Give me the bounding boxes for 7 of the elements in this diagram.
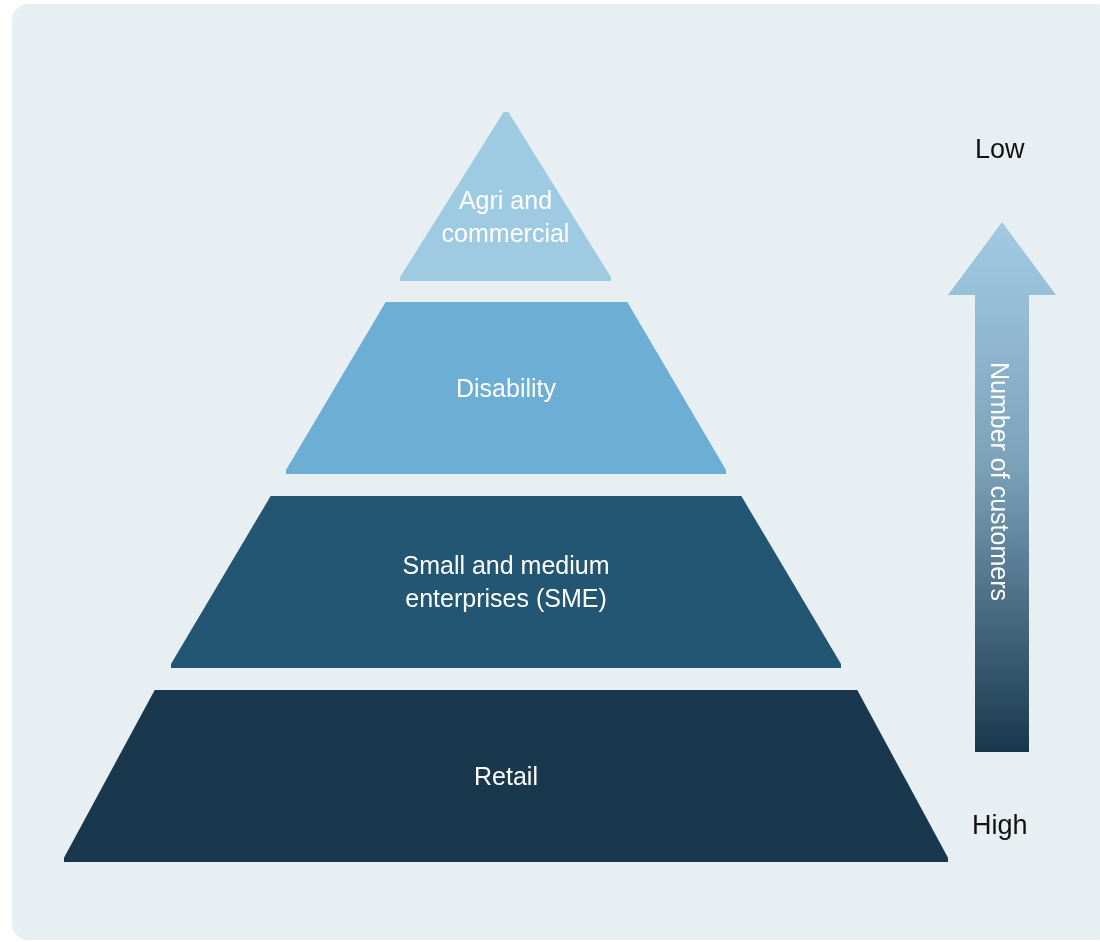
pyramid-tier: Agri and commercial bbox=[400, 112, 611, 281]
scale-label: High bbox=[972, 810, 1028, 841]
pyramid-tier: Retail bbox=[64, 690, 948, 862]
pyramid-tier: Small and medium enterprises (SME) bbox=[171, 496, 841, 668]
scale-label: Low bbox=[975, 134, 1025, 165]
axis-label: Number of customers bbox=[985, 362, 1014, 601]
pyramid-tier: Disability bbox=[286, 302, 726, 474]
